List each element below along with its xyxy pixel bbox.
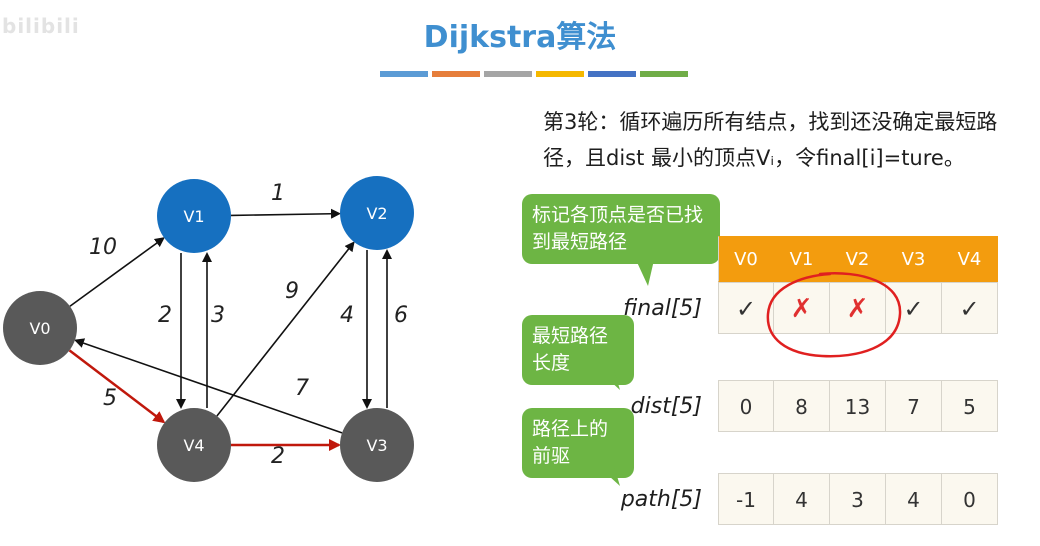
edge-v0-v1 [69,237,165,307]
path-explanation-text: 路径上的前驱 [532,418,609,467]
path-cell: 0 [942,473,998,525]
final-check-icon: ✓ [718,282,774,334]
edge-weight-label: 4 [340,303,354,328]
edge-weight-label: 2 [271,444,285,469]
node-label: V2 [366,204,387,223]
node-label: V4 [183,436,204,455]
path-label: path[5] [620,487,702,512]
final-check-icon: ✓ [886,282,942,334]
bilibili-watermark: bilibili [2,14,80,38]
final-label: final[5] [623,296,702,321]
dist-cell: 0 [718,380,774,432]
dist-explanation-text: 最短路径长度 [532,325,609,374]
path-cell: 4 [774,473,830,525]
node-label: V1 [183,207,204,226]
edge-v0-v4 [68,349,166,424]
header-cell: V1 [774,236,830,282]
final-cross-icon: ✗ [774,282,830,334]
slide-title: Dijkstra算法 [423,20,617,55]
path-cell: 4 [886,473,942,525]
dist-cell: 8 [774,380,830,432]
node-v0 [3,291,77,365]
table-header-row: V0 V1 V2 V3 V4 [718,236,998,282]
bubble-pointer [636,260,654,286]
color-bar-segment [432,71,480,77]
edge-weight-label: 2 [158,303,172,328]
title-color-bar [380,71,688,77]
edge-v3-v0 [74,338,343,434]
color-bar-segment [484,71,532,77]
edge-weight-label: 10 [89,235,117,260]
path-cell: 3 [830,473,886,525]
node-v2 [340,176,414,250]
round-instruction: 第3轮：循环遍历所有结点，找到还没确定最短路径，且dist 最小的顶点Vᵢ，令f… [543,110,998,170]
dist-cell: 5 [942,380,998,432]
edge-weight-label: 1 [271,181,285,206]
bubble-pointer [598,370,620,390]
header-cell: V3 [886,236,942,282]
color-bar-segment [640,71,688,77]
final-check-icon: ✓ [942,282,998,334]
edge-v1-v2 [230,208,342,219]
node-label: V0 [29,319,50,338]
node-v3 [340,408,414,482]
path-explanation-bubble: 路径上的前驱 [522,408,634,478]
red-circle-annotation [766,272,902,358]
edge-weight-label: 9 [285,279,299,304]
edge-weight-label: 7 [295,376,309,401]
path-row: -1 4 3 4 0 [718,473,998,525]
header-cell: V4 [942,236,998,282]
final-explanation-bubble: 标记各顶点是否已找到最短路径 [522,194,720,264]
dist-label: dist[5] [630,394,702,419]
final-row: ✓ ✗ ✗ ✓ ✓ [718,282,998,334]
dist-cell: 7 [886,380,942,432]
color-bar-segment [380,71,428,77]
edge-v4-v2 [216,241,355,417]
color-bar-segment [588,71,636,77]
dist-cell: 13 [830,380,886,432]
node-v4 [157,408,231,482]
edge-weight-label: 5 [103,386,117,411]
bubble-pointer [598,466,620,486]
path-cell: -1 [718,473,774,525]
node-label: V3 [366,436,387,455]
dist-explanation-bubble: 最短路径长度 [522,315,634,385]
dist-row: 0 8 13 7 5 [718,380,998,432]
edge-weight-label: 3 [211,303,225,328]
color-bar-segment [536,71,584,77]
edge-weight-label: 6 [394,303,408,328]
final-explanation-text: 标记各顶点是否已找到最短路径 [532,204,704,253]
final-cross-icon: ✗ [830,282,886,334]
header-cell: V0 [718,236,774,282]
node-v1 [157,179,231,253]
